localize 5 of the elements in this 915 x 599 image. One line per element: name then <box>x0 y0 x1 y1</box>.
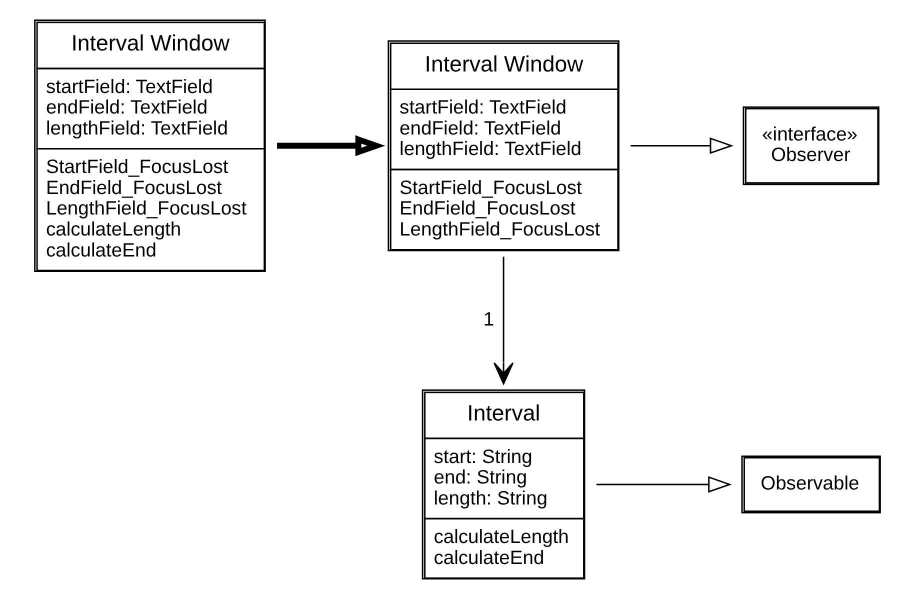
arrow <box>277 135 386 156</box>
arrow <box>493 256 514 384</box>
arrow <box>630 137 734 154</box>
edge-label: 1 <box>483 309 494 330</box>
arrow <box>596 476 732 493</box>
